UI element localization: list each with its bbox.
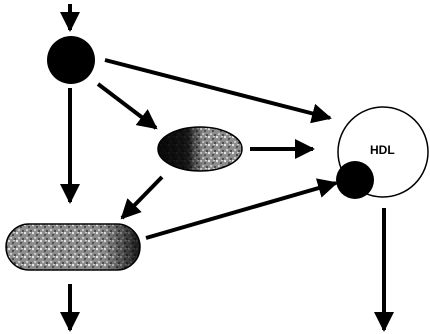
hdl-particle: HDL bbox=[336, 106, 429, 199]
hdl-core-circle bbox=[336, 161, 374, 199]
large-particle-capsule bbox=[5, 223, 141, 271]
source-particle-circle bbox=[47, 36, 95, 84]
arrow-circle-to-hdl bbox=[104, 58, 332, 124]
hdl-label: HDL bbox=[370, 143, 395, 157]
arrow-capsule-to-hdl bbox=[145, 178, 338, 240]
arrow-circle-to-oval bbox=[96, 82, 158, 130]
arrow-oval-to-capsule bbox=[120, 175, 164, 220]
intermediate-particle-oval bbox=[157, 126, 243, 172]
